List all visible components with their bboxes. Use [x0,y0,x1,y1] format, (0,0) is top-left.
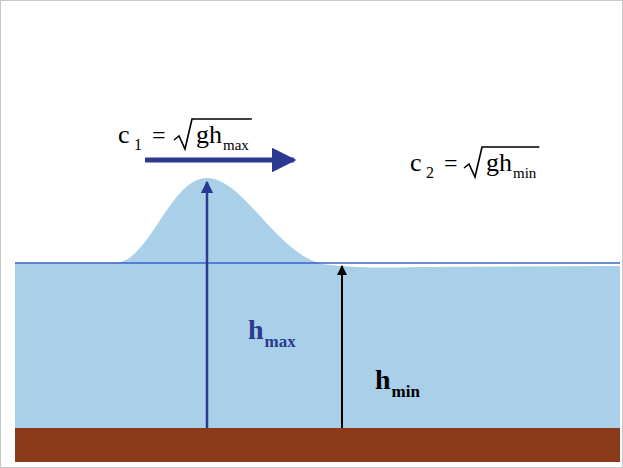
subscript: max [265,333,296,350]
hmin-arrow [341,266,343,428]
sea-bed [15,428,620,462]
subscript: 2 [426,165,434,181]
depth-label: h [375,366,391,394]
equals-sign: = [444,151,458,175]
hmax-arrow [206,182,209,428]
water-body [15,178,620,430]
formula-term: gh [486,150,512,176]
celerity-symbol: c [410,150,422,176]
subscript: max [223,138,249,153]
celerity-symbol: c [118,122,130,148]
depth-label: h [248,316,264,344]
subscript: 1 [134,137,142,153]
subscript: min [513,166,536,181]
subscript: min [392,383,420,400]
formula-term: gh [196,122,222,148]
celerity-arrow [145,158,294,163]
equals-sign: = [152,123,166,147]
still-water-line [15,262,620,264]
